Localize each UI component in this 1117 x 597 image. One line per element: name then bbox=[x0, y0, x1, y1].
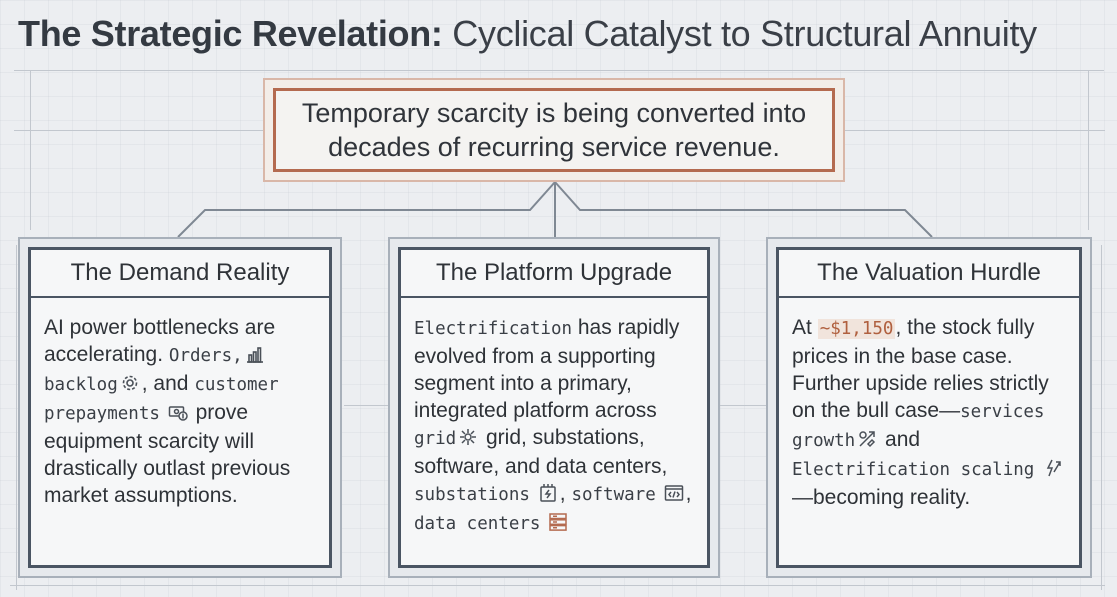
bar-chart-icon bbox=[245, 344, 265, 364]
panel-frame: The Valuation Hurdle At ~$1,150, the sto… bbox=[776, 247, 1082, 568]
mono-term: Electrification bbox=[414, 319, 573, 339]
mono-term: grid bbox=[414, 429, 457, 449]
panel-title: The Platform Upgrade bbox=[401, 250, 707, 298]
grid-node-icon bbox=[458, 427, 478, 447]
money-icon bbox=[168, 402, 188, 422]
panel-text: , the stock fully prices in the base cas… bbox=[792, 316, 1049, 422]
panel-title: The Valuation Hurdle bbox=[779, 250, 1079, 298]
panel-text: , and bbox=[141, 372, 195, 395]
panel-text: and bbox=[879, 428, 921, 451]
title-lead: The Strategic Revelation: bbox=[18, 13, 443, 54]
panel-title: The Demand Reality bbox=[31, 250, 329, 298]
lightning-scale-icon bbox=[1042, 458, 1062, 478]
guide-rule bbox=[16, 245, 17, 590]
mono-term: data centers bbox=[414, 514, 541, 534]
mono-term: services growth bbox=[792, 402, 1045, 451]
guide-rule bbox=[720, 405, 766, 406]
guide-rule bbox=[30, 70, 31, 230]
mono-term: Orders, bbox=[168, 346, 243, 366]
guide-rule bbox=[14, 70, 1104, 71]
mono-term: backlog bbox=[44, 375, 118, 395]
substation-icon bbox=[538, 483, 558, 503]
guide-rule bbox=[10, 585, 1105, 586]
guide-rule bbox=[1088, 70, 1089, 230]
panel-frame: The Demand Reality AI power bottlenecks … bbox=[28, 247, 332, 568]
panel-text: grid, substations, software, and data ce… bbox=[414, 426, 668, 478]
panel-text: , bbox=[559, 482, 566, 505]
platform-upgrade-panel: The Platform Upgrade Electrification has… bbox=[388, 237, 720, 578]
panel-text: At bbox=[792, 316, 818, 339]
panel-body: At ~$1,150, the stock fully prices in th… bbox=[779, 298, 1079, 511]
panel-frame: The Platform Upgrade Electrification has… bbox=[398, 247, 710, 568]
panel-text: prove equipment scarcity will drasticall… bbox=[44, 401, 291, 507]
panel-body: AI power bottlenecks are accelerating. O… bbox=[31, 298, 329, 509]
growth-tools-icon bbox=[857, 429, 877, 449]
revelation-line-1: Temporary scarcity is being converted in… bbox=[301, 98, 807, 128]
price-highlight: ~$1,150 bbox=[817, 319, 896, 339]
code-window-icon bbox=[664, 483, 684, 503]
demand-reality-panel: The Demand Reality AI power bottlenecks … bbox=[18, 237, 342, 578]
page-title: The Strategic Revelation: Cyclical Catal… bbox=[18, 12, 1037, 56]
gear-icon bbox=[120, 373, 140, 393]
panel-text: AI power bottlenecks are accelerating. bbox=[44, 316, 276, 366]
revelation-line-2: decades of recurring service revenue. bbox=[328, 132, 780, 162]
mono-term: substations bbox=[414, 485, 530, 505]
guide-rule bbox=[845, 130, 1105, 131]
panel-text: has rapidly evolved from a supporting se… bbox=[414, 316, 680, 422]
revelation-text: Temporary scarcity is being converted in… bbox=[302, 96, 806, 164]
title-rest: Cyclical Catalyst to Structural Annuity bbox=[442, 13, 1037, 54]
guide-rule bbox=[344, 405, 388, 406]
panel-text: , bbox=[685, 482, 692, 505]
revelation-box: Temporary scarcity is being converted in… bbox=[263, 78, 845, 182]
revelation-box-inner: Temporary scarcity is being converted in… bbox=[273, 88, 835, 172]
valuation-hurdle-panel: The Valuation Hurdle At ~$1,150, the sto… bbox=[766, 237, 1092, 578]
guide-rule bbox=[14, 130, 264, 131]
guide-rule bbox=[1101, 245, 1102, 590]
panel-body: Electrification has rapidly evolved from… bbox=[401, 298, 707, 538]
server-rack-icon bbox=[548, 512, 568, 532]
panel-text: —becoming reality. bbox=[792, 486, 971, 509]
mono-term: Electrification scaling bbox=[792, 460, 1035, 480]
mono-term: customer prepayments bbox=[44, 375, 279, 424]
mono-term: software bbox=[571, 485, 656, 505]
